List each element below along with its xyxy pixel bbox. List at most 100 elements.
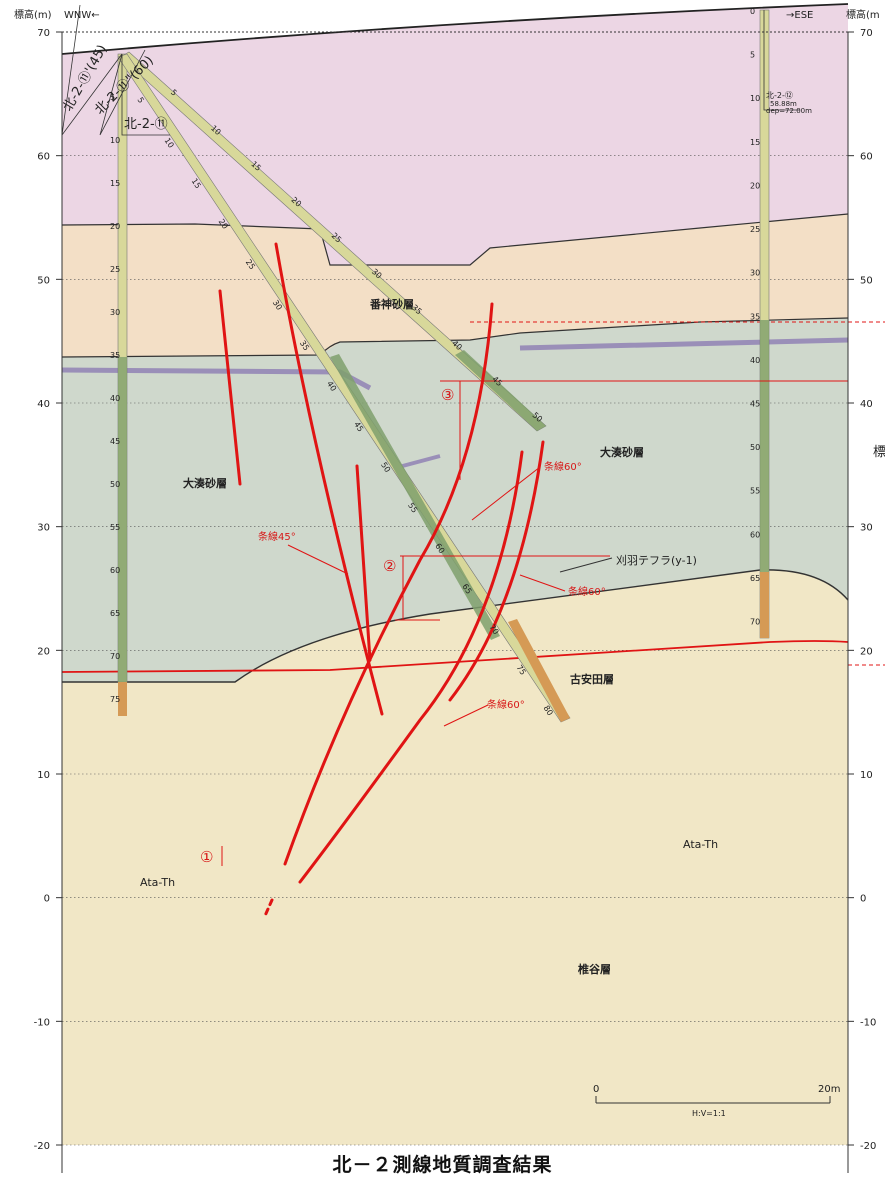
left-tick-label: -10 — [34, 1017, 50, 1028]
left-tick-label: -20 — [34, 1141, 50, 1152]
layer-ominato — [62, 214, 848, 357]
left-unit-label: 標高(m) — [14, 8, 52, 21]
layer-banshin — [62, 4, 848, 265]
left-tick-label: 60 — [37, 152, 50, 163]
tick-marks — [56, 31, 854, 1146]
depth-mark-b12: 60 — [750, 530, 760, 539]
label-koyasuda: 古安田層 — [570, 672, 614, 686]
depth-mark-b11: 20 — [110, 222, 120, 231]
depth-mark-b11: 70 — [110, 652, 120, 661]
layer-shiiya — [62, 569, 848, 1145]
layer-labels: 番神砂層 大湊砂層 大湊砂層 古安田層 椎谷層 刈羽テフラ(y-1) Ata-T… — [140, 297, 718, 976]
label-borehole-12-dep: dep=72.00m — [766, 107, 812, 115]
depth-mark-b11: 65 — [110, 609, 120, 618]
striation-45-label: 条線45° — [258, 530, 296, 543]
depth-mark-b11-60: 5 — [135, 96, 145, 105]
left-tick-label: 0 — [44, 894, 50, 905]
depth-mark-b11: 10 — [110, 136, 120, 145]
layer-fills — [62, 4, 848, 1145]
depth-mark-b12: 5 — [750, 51, 755, 60]
figure-caption: 北－２測線地質調査結果 — [332, 1154, 553, 1176]
depth-mark-b12: 25 — [750, 225, 760, 234]
right-tick-label: 40 — [860, 399, 873, 410]
borehole-12-core-bottom — [760, 572, 769, 638]
fault-dash — [262, 898, 274, 920]
depth-mark-b11: 55 — [110, 523, 120, 532]
depth-mark-b12: 50 — [750, 443, 760, 452]
depth-mark-b12: 45 — [750, 400, 760, 409]
depth-mark-b11: 40 — [110, 394, 120, 403]
east-direction: →ESE — [786, 10, 813, 21]
depth-mark-b11: 15 — [110, 179, 120, 188]
borehole-11-45-green — [455, 350, 546, 431]
right-tick-label: 60 — [860, 152, 873, 163]
right-tick-label: 0 — [860, 894, 866, 905]
striation-60a-label: 条線60° — [544, 460, 582, 473]
striation-60b-label: 条線60° — [568, 585, 606, 598]
borehole-11-core-green — [118, 357, 127, 682]
offset-markers — [221, 380, 848, 866]
depth-mark-b11: 45 — [110, 437, 120, 446]
label-shiiya: 椎谷層 — [577, 962, 611, 976]
depth-mark-b12: 35 — [750, 312, 760, 321]
leader-tephra — [559, 557, 613, 573]
depth-mark-b11: 60 — [110, 566, 120, 575]
leader-11-60 — [99, 49, 146, 136]
right-tick-label: 50 — [860, 275, 873, 286]
label-ominato: 大湊砂層 — [183, 476, 227, 490]
scale-end: 20m — [818, 1084, 840, 1095]
right-tick-label: 70 — [860, 28, 873, 39]
depth-mark-b12: 30 — [750, 269, 760, 278]
depth-mark-b11: 25 — [110, 265, 120, 274]
right-unit-label: 標高(m — [846, 8, 880, 21]
left-tick-label: 70 — [37, 28, 50, 39]
label-borehole-12-elev: 58.88m — [770, 100, 797, 108]
borehole-11-core-bottom — [118, 682, 127, 716]
fault-f — [448, 440, 545, 702]
label-borehole-12: 北-2-⑫ — [766, 91, 793, 100]
depth-mark-b12: 10 — [750, 94, 760, 103]
leader-60a — [471, 466, 541, 521]
borehole-11-60 — [117, 53, 571, 723]
label-tephra: 刈羽テフラ(y-1) — [616, 554, 697, 567]
left-tick-label: 30 — [37, 523, 50, 534]
right-tick-label: 20 — [860, 646, 873, 657]
ground-surface — [61, 3, 849, 55]
borehole-11-45 — [119, 51, 547, 432]
marker-2: ② — [383, 557, 396, 575]
left-tick-label: 20 — [37, 646, 50, 657]
label-ominato-right: 大湊砂層 — [600, 445, 644, 459]
depth-mark-b11: 30 — [110, 308, 120, 317]
depth-mark-b11-45: 5 — [169, 88, 179, 98]
borehole-12 — [759, 9, 770, 639]
fault-c — [355, 464, 372, 662]
scale-zero: 0 — [593, 1084, 599, 1095]
shiiya-top — [62, 569, 849, 683]
depth-marks: 5101520253035404550556065707551015202530… — [110, 7, 760, 717]
depth-mark-b12: 55 — [750, 487, 760, 496]
leader-60b — [519, 574, 566, 592]
label-borehole-11: 北-2-⑪ — [124, 117, 168, 132]
faults — [218, 242, 545, 920]
red-annotations: 条線45° 条線60° 条線60° 条線60° ③ ② ① — [200, 386, 606, 866]
borehole-12-core-green — [760, 320, 769, 572]
depth-mark-b12: 0 — [750, 7, 755, 16]
right-edge-mark: 標 — [873, 445, 885, 460]
west-direction: WNW← — [64, 10, 100, 21]
right-tick-label: 10 — [860, 770, 873, 781]
label-ata-right: Ata-Th — [683, 838, 718, 851]
marker-3: ③ — [441, 386, 454, 404]
depth-mark-b11: 35 — [110, 351, 120, 360]
depth-mark-b12: 20 — [750, 181, 760, 190]
depth-mark-b11: 5 — [110, 93, 115, 102]
label-ata-left: Ata-Th — [140, 876, 175, 889]
borehole-11-60-green — [330, 354, 500, 640]
right-tick-label: 30 — [860, 523, 873, 534]
borehole-11-60-bottom — [508, 619, 570, 722]
label-banshin: 番神砂層 — [369, 297, 414, 311]
marker-1: ① — [200, 848, 213, 866]
depth-mark-b12: 40 — [750, 356, 760, 365]
